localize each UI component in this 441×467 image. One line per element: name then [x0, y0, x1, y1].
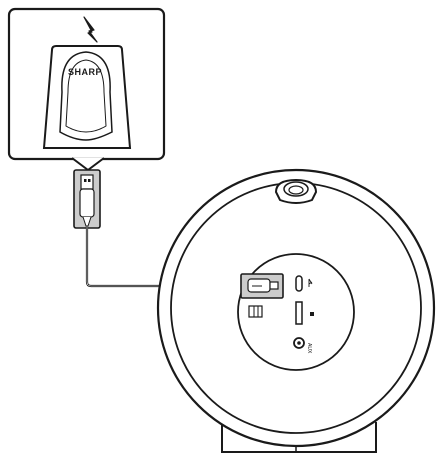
usb-c-port: [295, 275, 313, 292]
speaker-top-knob: [274, 178, 318, 204]
charger-adapter: SHARP: [42, 45, 132, 149]
speaker: AUX: [156, 168, 436, 453]
usb-a-plug: [73, 169, 101, 229]
aux-port: AUX: [293, 337, 312, 354]
charger-brand-label: SHARP: [68, 67, 102, 77]
aux-label: AUX: [306, 343, 312, 354]
card-slot-icon: [248, 305, 263, 318]
usb-c-plug: [240, 273, 284, 299]
sd-card-slot: [295, 301, 314, 325]
power-lightning-icon: [83, 16, 98, 43]
